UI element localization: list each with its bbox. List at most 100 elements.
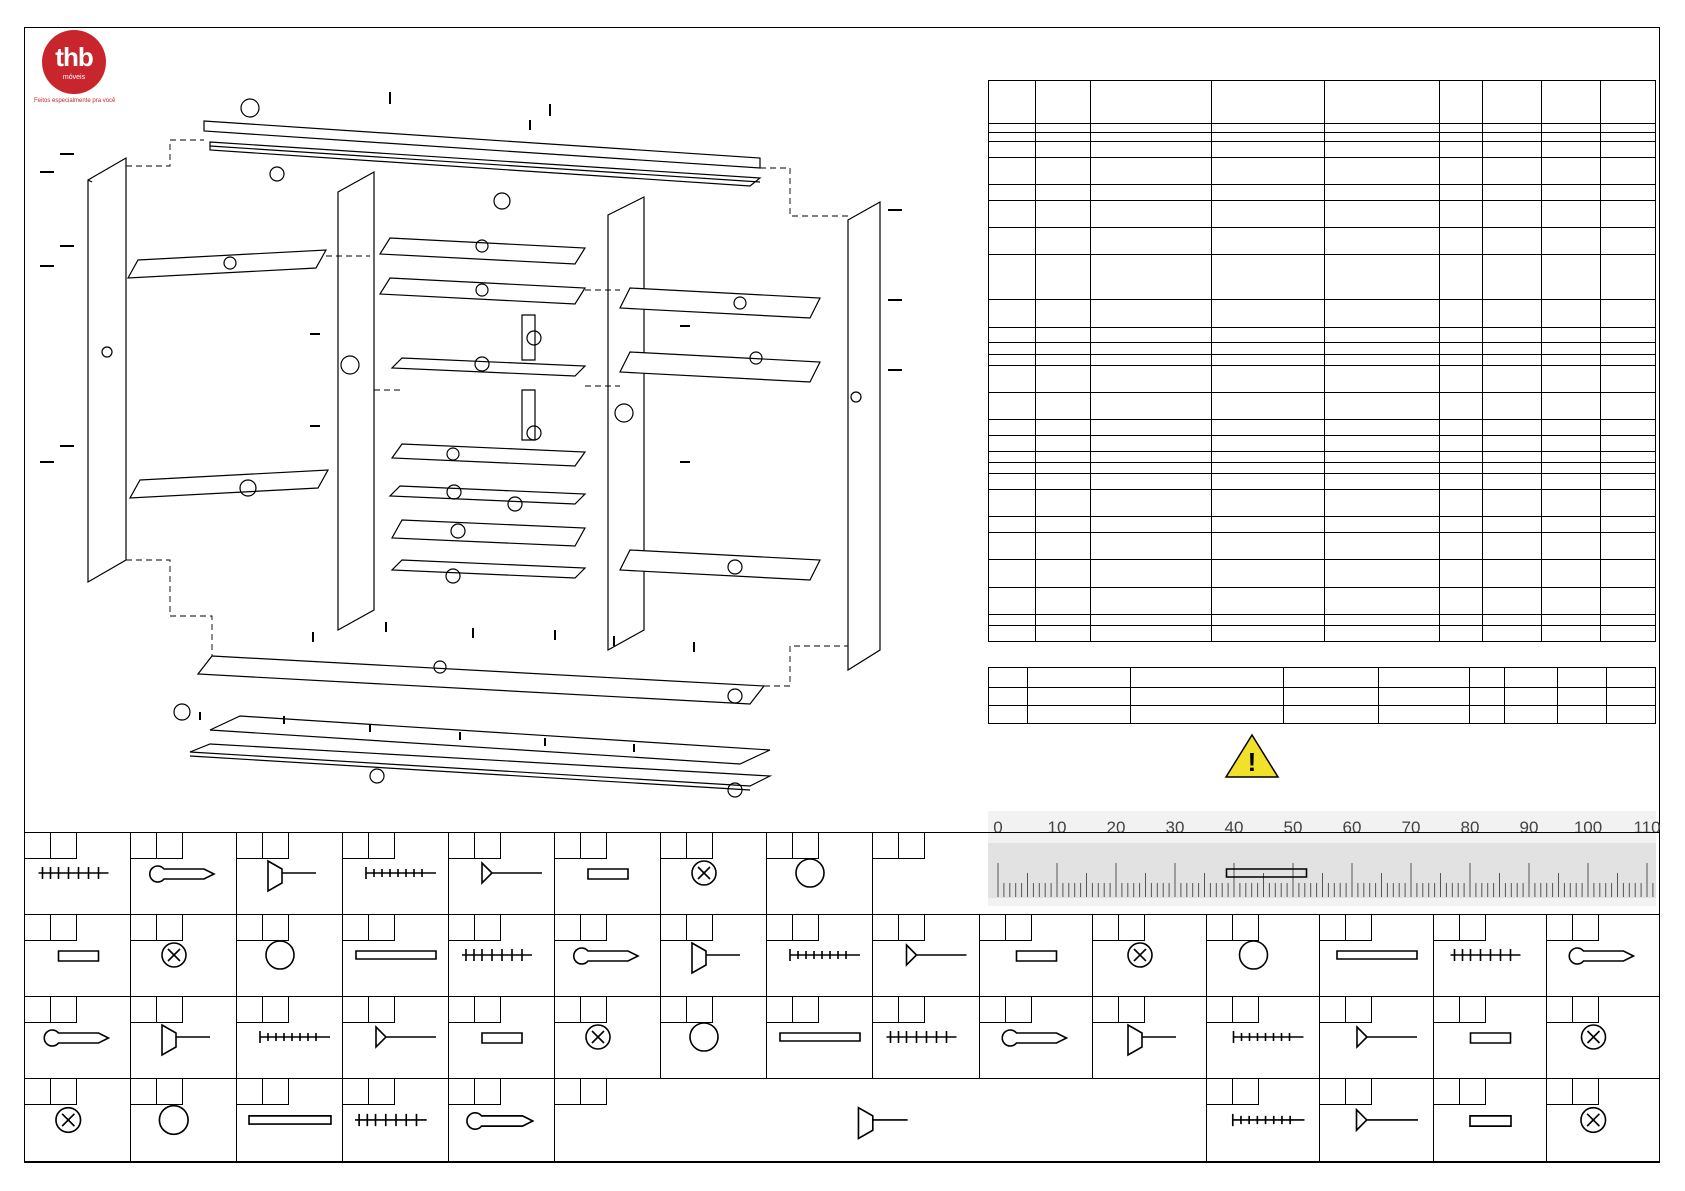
hardware-icon	[259, 1031, 330, 1043]
hardware-cell	[555, 833, 661, 915]
left-shelves	[126, 249, 330, 499]
hardware-qty-box	[1346, 915, 1372, 941]
hardware-cell	[555, 915, 661, 997]
hardware-qty-box	[899, 833, 925, 859]
hardware-qty-box	[1233, 915, 1259, 941]
hardware-cell	[1547, 997, 1660, 1079]
hardware-ref-box	[131, 833, 157, 859]
hardware-qty-box	[369, 915, 395, 941]
hardware-cell	[131, 1079, 237, 1163]
ruler-label: 0	[993, 818, 1002, 837]
hardware-icon	[1580, 1106, 1607, 1134]
hardware-icon	[267, 859, 316, 893]
logo-tagline: Feitos especialmente pra você	[34, 98, 116, 104]
hardware-qty-box	[263, 997, 289, 1023]
hardware-cell	[237, 1079, 343, 1163]
hardware-icon	[795, 858, 825, 888]
hardware-qty-box	[1346, 997, 1372, 1023]
hardware-qty-box	[1573, 1079, 1599, 1105]
hardware-icon	[1127, 1023, 1176, 1057]
hardware-cell	[1207, 997, 1320, 1079]
hardware-qty-box	[1119, 915, 1145, 941]
hardware-icon	[691, 860, 717, 886]
hardware-qty-box	[51, 997, 77, 1023]
hardware-ref-box	[873, 997, 899, 1023]
hardware-qty-box	[899, 915, 925, 941]
hardware-cell	[555, 1079, 1207, 1163]
hardware-icon	[481, 1032, 523, 1044]
hardware-icon	[1568, 947, 1636, 965]
warning-triangle-icon: !	[1224, 733, 1280, 778]
hardware-icon	[248, 1115, 332, 1125]
hardware-icon	[1450, 949, 1521, 961]
hardware-ref-box	[873, 915, 899, 941]
hardware-qty-box	[263, 915, 289, 941]
hardware-icon	[587, 868, 629, 880]
hardware-ref-box	[661, 915, 687, 941]
hardware-cell	[24, 1079, 131, 1163]
center-shelves	[378, 237, 587, 584]
hardware-ref-box	[1207, 997, 1233, 1023]
hardware-ref-box	[449, 833, 475, 859]
hardware-cell	[1547, 915, 1660, 997]
hardware-icon	[355, 1113, 427, 1127]
hardware-icon	[573, 947, 640, 965]
hardware-qty-box	[51, 1079, 77, 1105]
hardware-icon	[1356, 1025, 1417, 1049]
hardware-qty-box	[687, 833, 713, 859]
hardware-ref-box	[661, 833, 687, 859]
hardware-ref-box	[1320, 997, 1346, 1023]
hardware-cell	[24, 915, 131, 997]
hardware-icon	[1231, 1113, 1305, 1127]
hardware-cell	[980, 997, 1093, 1079]
hardware-qty-box	[369, 833, 395, 859]
hardware-ref-box	[1547, 1079, 1573, 1105]
hardware-parts-grid	[24, 832, 1660, 1163]
right-shelves	[619, 287, 821, 581]
hardware-ref-box	[555, 1079, 581, 1105]
hardware-icon	[789, 949, 860, 961]
hardware-cell	[661, 997, 767, 1079]
hardware-icon	[38, 867, 109, 879]
hardware-ref-box	[1207, 915, 1233, 941]
hardware-qty-box	[1233, 1079, 1259, 1105]
ruler-tick-marks	[997, 863, 1654, 897]
hardware-icon	[55, 1106, 82, 1134]
bottom-panel	[196, 655, 766, 705]
hardware-qty-box	[157, 1079, 183, 1105]
brand-logo: thb móveis Feitos especialmente pra você	[34, 28, 120, 108]
assembly-guides	[126, 139, 848, 687]
logo-subtitle: móveis	[62, 74, 86, 81]
hardware-cell	[767, 997, 873, 1079]
hardware-ref-box	[1547, 997, 1573, 1023]
hardware-cell	[1093, 997, 1207, 1079]
hardware-icon	[462, 949, 532, 961]
hardware-qty-box	[475, 915, 501, 941]
exploded-assembly-drawing	[40, 92, 902, 798]
hardware-ref-box	[661, 997, 687, 1023]
hardware-cell	[343, 997, 449, 1079]
hardware-qty-box	[475, 833, 501, 859]
hardware-icon	[1469, 1115, 1512, 1127]
hardware-cell	[237, 997, 343, 1079]
hardware-icon	[265, 940, 295, 970]
hardware-qty-box	[263, 1079, 289, 1105]
hardware-cell	[661, 915, 767, 997]
hardware-icon	[149, 865, 216, 883]
hardware-ref-box	[237, 1079, 263, 1105]
hardware-icon	[1001, 1029, 1069, 1047]
hardware-ref-box	[131, 915, 157, 941]
hardware-qty-box	[157, 997, 183, 1023]
hardware-cell	[1320, 997, 1434, 1079]
hardware-ref-box	[449, 1079, 475, 1105]
hardware-ref-box	[131, 997, 157, 1023]
hardware-cell	[1434, 1079, 1547, 1163]
hardware-ref-box	[980, 997, 1006, 1023]
hardware-ref-box	[1434, 1079, 1460, 1105]
hardware-qty-box	[263, 833, 289, 859]
hardware-qty-box	[157, 833, 183, 859]
hardware-qty-box	[1233, 997, 1259, 1023]
hardware-ref-box	[449, 915, 475, 941]
hardware-icon	[779, 1032, 861, 1042]
